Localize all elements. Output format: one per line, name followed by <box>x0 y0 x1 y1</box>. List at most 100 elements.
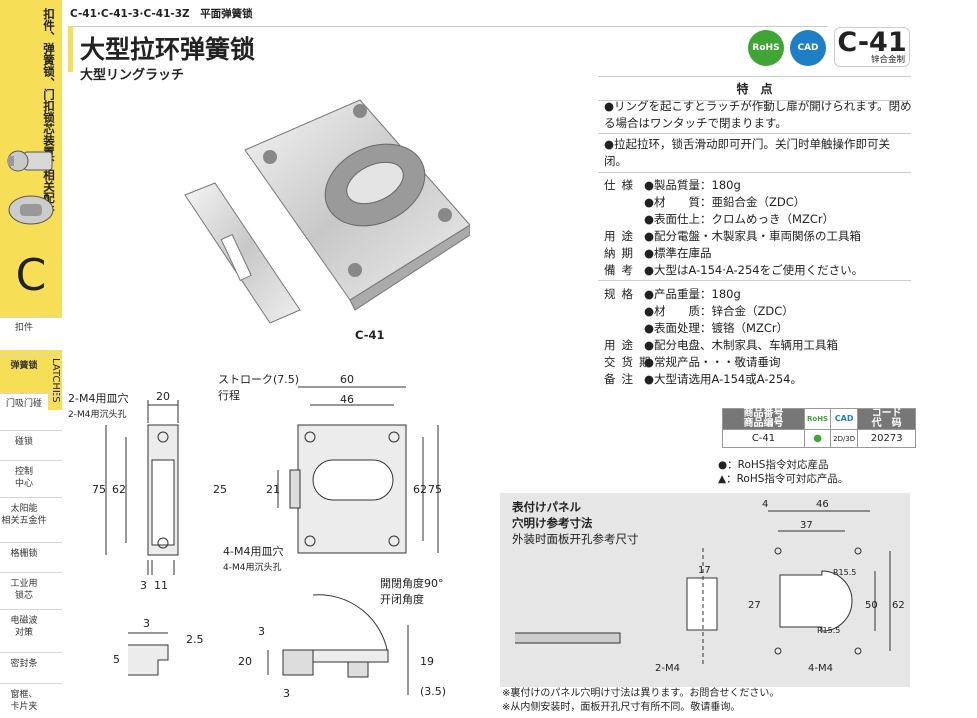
sidebar-letter: C <box>15 250 47 301</box>
spec-key: 用途 <box>604 338 639 352</box>
dim-11: 11 <box>154 579 168 592</box>
spec-value: ●常规产品・・・敬请垂询 <box>644 355 781 369</box>
table-header-code: 商品番号 商品编号 <box>722 408 805 430</box>
note-jp: ※裏付けのパネル穴明け寸法は異ります。お問合せください。 <box>502 688 780 699</box>
spec-row: 用途●配分电盘、木制家具、车辆用工具箱 <box>604 337 838 354</box>
photo-label: C-41 <box>355 328 385 342</box>
table-row: C-41 ● 2D/3D 20273 <box>722 429 917 448</box>
spec-row: ●材 质：锌合金（ZDC） <box>604 303 794 320</box>
sidebar-active-bg <box>0 350 48 394</box>
dim-5: 5 <box>113 653 120 666</box>
spec-row: ●表面仕上：クロムめっき（MZCr） <box>604 211 834 228</box>
sidebar-item[interactable]: 太阳能 相关五金件 <box>1 504 47 526</box>
latches-tab[interactable]: LATCHES <box>48 350 62 410</box>
panel-dim-46: 46 <box>816 499 829 510</box>
panel-dim-62: 62 <box>892 600 905 611</box>
dim-stroke-cn: 行程 <box>218 389 240 402</box>
spec-value: ●製品質量：180g <box>644 178 741 192</box>
sidebar-item[interactable]: 弹簧锁 <box>10 361 38 371</box>
table-header-rohs: RoHS <box>803 408 832 430</box>
panel-title-cn: 外装时面板开孔参考尺寸 <box>512 532 639 546</box>
table-header-cad: CAD <box>830 408 859 430</box>
table-header-number: コード 代 码 <box>857 408 917 430</box>
spec-value: ●表面仕上：クロムめっき（MZCr） <box>644 212 835 226</box>
dim-3-bottom-b: 3 <box>258 625 265 638</box>
panel-dim-27: 27 <box>748 600 761 611</box>
panel-dim-17: 17 <box>698 565 711 576</box>
product-code-box: C-41 锌合金制 <box>834 27 910 67</box>
spec-row: 规格●产品重量：180g <box>604 286 741 303</box>
spec-row: 交货期●常规产品・・・敬请垂询 <box>604 354 781 371</box>
panel-cutout-drawing: 4 46 37 17 27 50 62 R15.5 R15.5 2-M4 4-M… <box>515 499 905 674</box>
dim-m4-4-jp: 4-M4用皿穴 <box>223 544 283 558</box>
legend-rohs-possible: ▲：RoHS指令可対応产品。 <box>718 473 849 485</box>
dim-75-mid: 75 <box>428 483 442 496</box>
features-cn: ●拉起拉环，锁舌滑动即可开门。关门时单触操作即可关闭。 <box>604 137 891 168</box>
sidebar-item[interactable]: 密封条 <box>10 659 38 669</box>
spec-key: 用途 <box>604 229 639 243</box>
panel-title-jp: 表付けパネル <box>512 500 581 514</box>
title-accent <box>68 26 73 72</box>
sidebar-item[interactable]: 窗框、 卡片夹 <box>10 690 38 712</box>
table-cell-cad[interactable]: 2D/3D <box>830 429 859 448</box>
spec-key: 仕様 <box>604 178 639 192</box>
panel-dim-m4-2: 2-M4 <box>655 663 680 674</box>
spec-key: 備考 <box>604 263 639 277</box>
panel-dim-4: 4 <box>762 499 768 510</box>
dim-3-left: 3 <box>140 579 147 592</box>
page-subtitle: 大型リングラッチ <box>80 68 185 83</box>
dim-m4-jp: 2-M4用皿穴 <box>68 391 128 405</box>
sidebar-item[interactable]: 扣件 <box>14 323 33 333</box>
technical-drawing: 2-M4用皿穴 2-M4用沉头孔 20 75 62 3 11 ストローク(7.5… <box>68 373 446 700</box>
dim-46: 46 <box>340 393 354 406</box>
page-title: 大型拉环弹簧锁 <box>80 35 256 64</box>
table-cell-number: 20273 <box>857 429 917 448</box>
spec-value: ●大型はA-154·A-254をご使用ください。 <box>644 263 864 277</box>
spec-key: 交货期 <box>604 355 657 369</box>
dim-20-bottom: 20 <box>238 655 252 668</box>
panel-dim-37: 37 <box>800 520 813 531</box>
sidebar-item[interactable]: 控制 中心 <box>14 467 33 489</box>
spec-row: ●表面处理：镀铬（MZCr） <box>604 320 788 337</box>
panel-dim-m4-4: 4-M4 <box>808 663 833 674</box>
features-jp: ●リングを起こすとラッチが作動し扉が開けられます。閉める場合はワンタッチで閉まり… <box>604 99 912 130</box>
spec-row: 納期●標準在庫品 <box>604 245 712 262</box>
dim-75-left: 75 <box>92 483 106 496</box>
spec-value: ●材 质：锌合金（ZDC） <box>644 304 794 318</box>
sidebar-item[interactable]: 门吸门碰 <box>5 399 42 409</box>
spec-row: 仕様 ●製品質量：180g <box>604 177 741 194</box>
sidebar-item[interactable]: 格栅锁 <box>10 549 38 559</box>
note-cn: ※从内侧安装时，面板开孔尺寸有所不同。敬请垂询。 <box>502 702 741 713</box>
spec-value: ●配分電盤・木製家具・車両関係の工具箱 <box>644 229 862 243</box>
spec-row: 备注 ●大型请选用A-154或A-254。 <box>604 371 802 388</box>
sidebar-item[interactable]: 电磁波 对策 <box>10 616 38 638</box>
spec-value: ●標準在庫品 <box>644 246 712 260</box>
spec-value: ●大型请选用A-154或A-254。 <box>644 372 802 386</box>
table-cell-code: C-41 <box>722 429 805 448</box>
dim-62-mid: 62 <box>413 483 427 496</box>
dim-stroke: ストローク(7.5) <box>218 373 299 386</box>
rohs-icon: RoHS <box>752 43 780 53</box>
dim-25: 25 <box>213 483 227 496</box>
spec-value: ●材 質：亜鉛合金（ZDC） <box>644 195 806 209</box>
latch-thumb-icon <box>8 195 54 225</box>
product-material: 锌合金制 <box>870 55 905 65</box>
cylinder-lock-icon <box>7 150 53 172</box>
spec-key: 备注 <box>604 372 639 386</box>
dim-21: 21 <box>266 483 280 496</box>
breadcrumb: C-41·C-41-3·C-41-3Z 平面弹簧锁 <box>70 8 253 20</box>
category-sidebar: 扣件、弹簧锁、门扣锁芯装置、相关配件 C LATCHES 扣件弹簧锁门吸门碰碰锁… <box>0 0 62 718</box>
spec-key: 规格 <box>604 287 639 301</box>
dim-angle-jp: 開閉角度90° <box>380 576 444 590</box>
sidebar-item[interactable]: 碰锁 <box>14 437 33 447</box>
cad-badge[interactable]: CAD <box>790 30 826 66</box>
dim-3-bottom-c: 3 <box>283 687 290 700</box>
dim-3-5: (3.5) <box>420 685 446 698</box>
dim-19: 19 <box>420 655 434 668</box>
panel-cutout-box: 表付けパネル 穴明け参考寸法 外装时面板开孔参考尺寸 4 46 37 17 27… <box>500 493 910 687</box>
sidebar-item[interactable]: 工业用 锁芯 <box>10 579 38 601</box>
features-heading: 特 点 <box>598 76 911 101</box>
spec-value: ●表面处理：镀铬（MZCr） <box>644 321 789 335</box>
product-code: C-41 <box>837 27 907 58</box>
spec-row: 備考 ●大型はA-154·A-254をご使用ください。 <box>604 262 863 279</box>
